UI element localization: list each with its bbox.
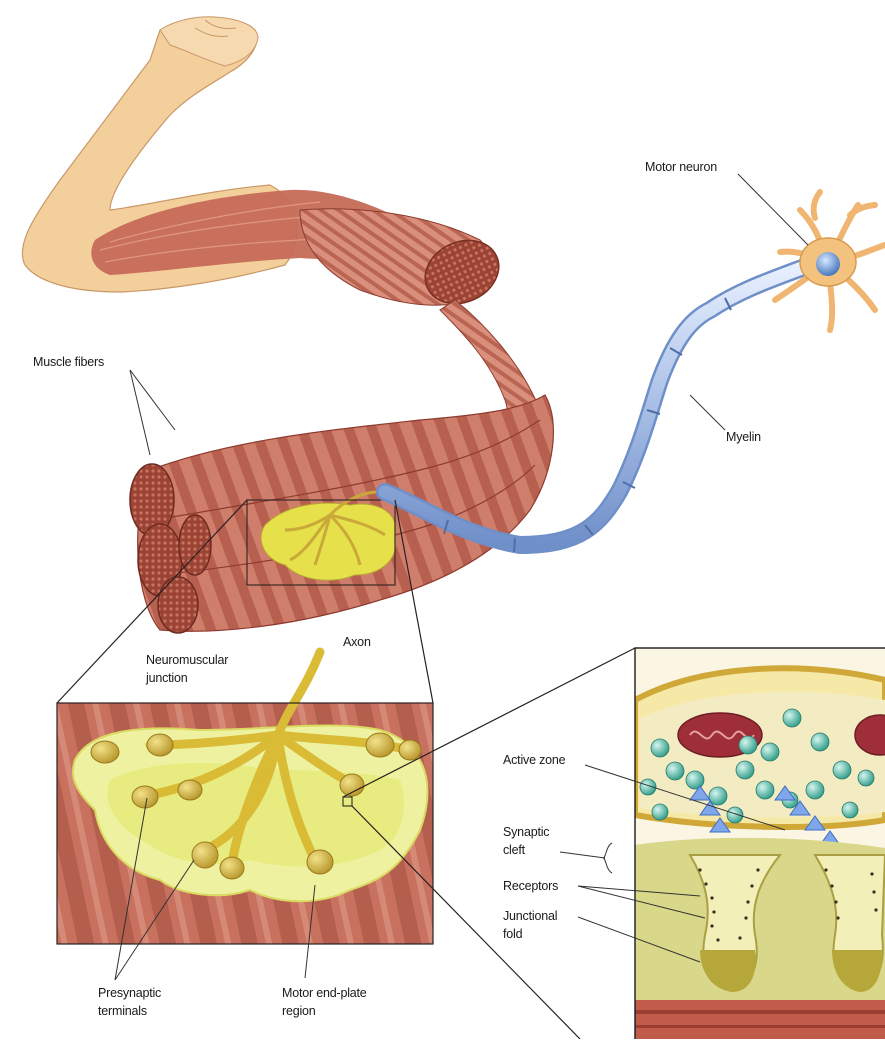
label-motor-neuron: Motor neuron	[645, 160, 717, 174]
label-junctional-fold-1: Junctional	[503, 909, 557, 923]
label-muscle-fibers: Muscle fibers	[33, 355, 104, 369]
label-active-zone: Active zone	[503, 753, 566, 767]
label-neuromuscular-junction-2: junction	[145, 671, 188, 685]
label-presynaptic-terminals-1: Presynaptic	[98, 986, 161, 1000]
label-myelin: Myelin	[726, 430, 761, 444]
label-receptors: Receptors	[503, 879, 558, 893]
junction-inset	[57, 652, 433, 944]
label-synaptic-cleft-1: Synaptic	[503, 825, 549, 839]
label-axon: Axon	[343, 635, 371, 649]
label-motor-end-plate-1: Motor end-plate	[282, 986, 367, 1000]
label-synaptic-cleft-2: cleft	[503, 843, 526, 857]
label-neuromuscular-junction-1: Neuromuscular	[146, 653, 228, 667]
label-junctional-fold-2: fold	[503, 927, 523, 941]
motor-neuron-cell	[775, 192, 885, 330]
label-presynaptic-terminals-2: terminals	[98, 1004, 147, 1018]
synapse-detail	[635, 648, 885, 1039]
label-motor-end-plate-2: region	[282, 1004, 316, 1018]
